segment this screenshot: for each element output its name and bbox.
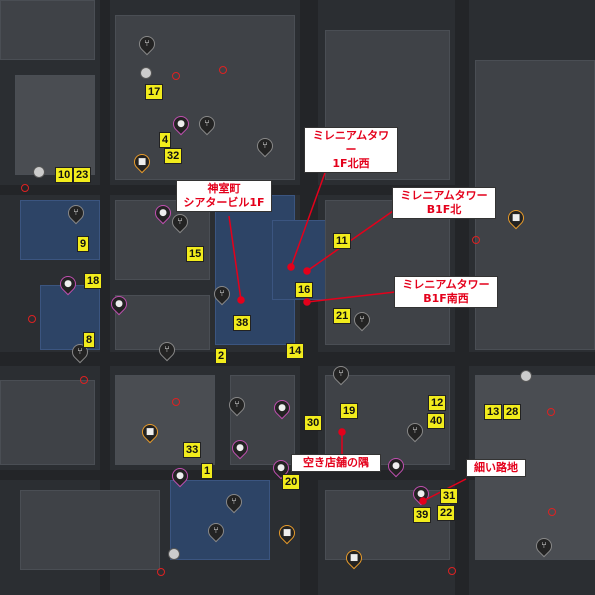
no-entry-icon <box>157 568 165 576</box>
location-marker-15[interactable]: 15 <box>186 246 205 262</box>
location-marker-22[interactable]: 22 <box>437 505 456 521</box>
no-entry-icon <box>548 508 556 516</box>
callout-millennium-b1f-southwest: ミレニアムタワー B1F南西 <box>394 276 498 308</box>
location-marker-9[interactable]: 9 <box>77 236 90 252</box>
no-entry-icon <box>448 567 456 575</box>
callout-line-2: B1F北 <box>426 203 462 216</box>
location-marker-11[interactable]: 11 <box>333 233 351 249</box>
callout-line-2: シアタービル1F <box>183 196 265 209</box>
road-main-horizontal <box>0 352 595 366</box>
location-marker-16[interactable]: 16 <box>295 282 314 298</box>
location-marker-19[interactable]: 19 <box>340 403 359 419</box>
location-marker-4[interactable]: 4 <box>159 132 172 148</box>
callout-line-1: 細い路地 <box>474 461 518 474</box>
callout-millennium-b1f-north: ミレニアムタワー B1F北 <box>392 187 496 219</box>
no-entry-icon <box>28 315 36 323</box>
location-marker-17[interactable]: 17 <box>145 84 164 100</box>
location-marker-28[interactable]: 28 <box>503 404 522 420</box>
block <box>325 490 450 560</box>
player-marker-icon <box>140 67 152 79</box>
block <box>0 0 95 60</box>
location-marker-31[interactable]: 31 <box>440 488 459 504</box>
location-marker-2[interactable]: 2 <box>215 348 228 364</box>
no-entry-icon <box>547 408 555 416</box>
callout-line-1: 神室町 <box>207 182 241 195</box>
player-marker-icon <box>168 548 180 560</box>
callout-line-1: ミレニアムタワー <box>312 129 390 156</box>
no-entry-icon <box>172 72 180 80</box>
location-marker-39[interactable]: 39 <box>413 507 432 523</box>
callout-vacant-store-corner: 空き店舗の隅 <box>291 454 381 472</box>
location-marker-10[interactable]: 10 <box>55 167 74 183</box>
player-marker-icon <box>33 166 45 178</box>
location-marker-14[interactable]: 14 <box>286 343 305 359</box>
location-marker-21[interactable]: 21 <box>333 308 352 324</box>
location-marker-30[interactable]: 30 <box>304 415 323 431</box>
location-marker-38[interactable]: 38 <box>233 315 252 331</box>
no-entry-icon <box>21 184 29 192</box>
location-marker-18[interactable]: 18 <box>84 273 103 289</box>
callout-line-1: 空き店舗の隅 <box>303 456 369 469</box>
location-marker-20[interactable]: 20 <box>282 474 301 490</box>
location-marker-8[interactable]: 8 <box>83 332 96 348</box>
location-marker-32[interactable]: 32 <box>164 148 183 164</box>
location-marker-12[interactable]: 12 <box>428 395 447 411</box>
callout-line-1: ミレニアムタワー <box>402 278 490 291</box>
no-entry-icon <box>80 376 88 384</box>
road-left-vertical <box>100 0 110 595</box>
location-marker-33[interactable]: 33 <box>183 442 202 458</box>
player-marker-icon <box>520 370 532 382</box>
block <box>15 75 95 175</box>
location-marker-23[interactable]: 23 <box>73 167 92 183</box>
block <box>170 480 270 560</box>
no-entry-icon <box>172 398 180 406</box>
callout-millennium-1f-northwest: ミレニアムタワー 1F北西 <box>304 127 398 173</box>
location-marker-1[interactable]: 1 <box>201 463 214 479</box>
block <box>325 200 450 345</box>
callout-line-1: ミレニアムタワー <box>400 189 488 202</box>
no-entry-icon <box>472 236 480 244</box>
callout-kamimurocho-theater: 神室町 シアタービル1F <box>176 180 272 212</box>
callout-line-2: 1F北西 <box>332 157 370 170</box>
block <box>0 380 95 465</box>
no-entry-icon <box>219 66 227 74</box>
callout-narrow-alley: 細い路地 <box>466 459 526 477</box>
location-marker-40[interactable]: 40 <box>427 413 446 429</box>
block <box>20 490 160 570</box>
callout-line-2: B1F南西 <box>423 292 469 305</box>
location-marker-13[interactable]: 13 <box>484 404 503 420</box>
